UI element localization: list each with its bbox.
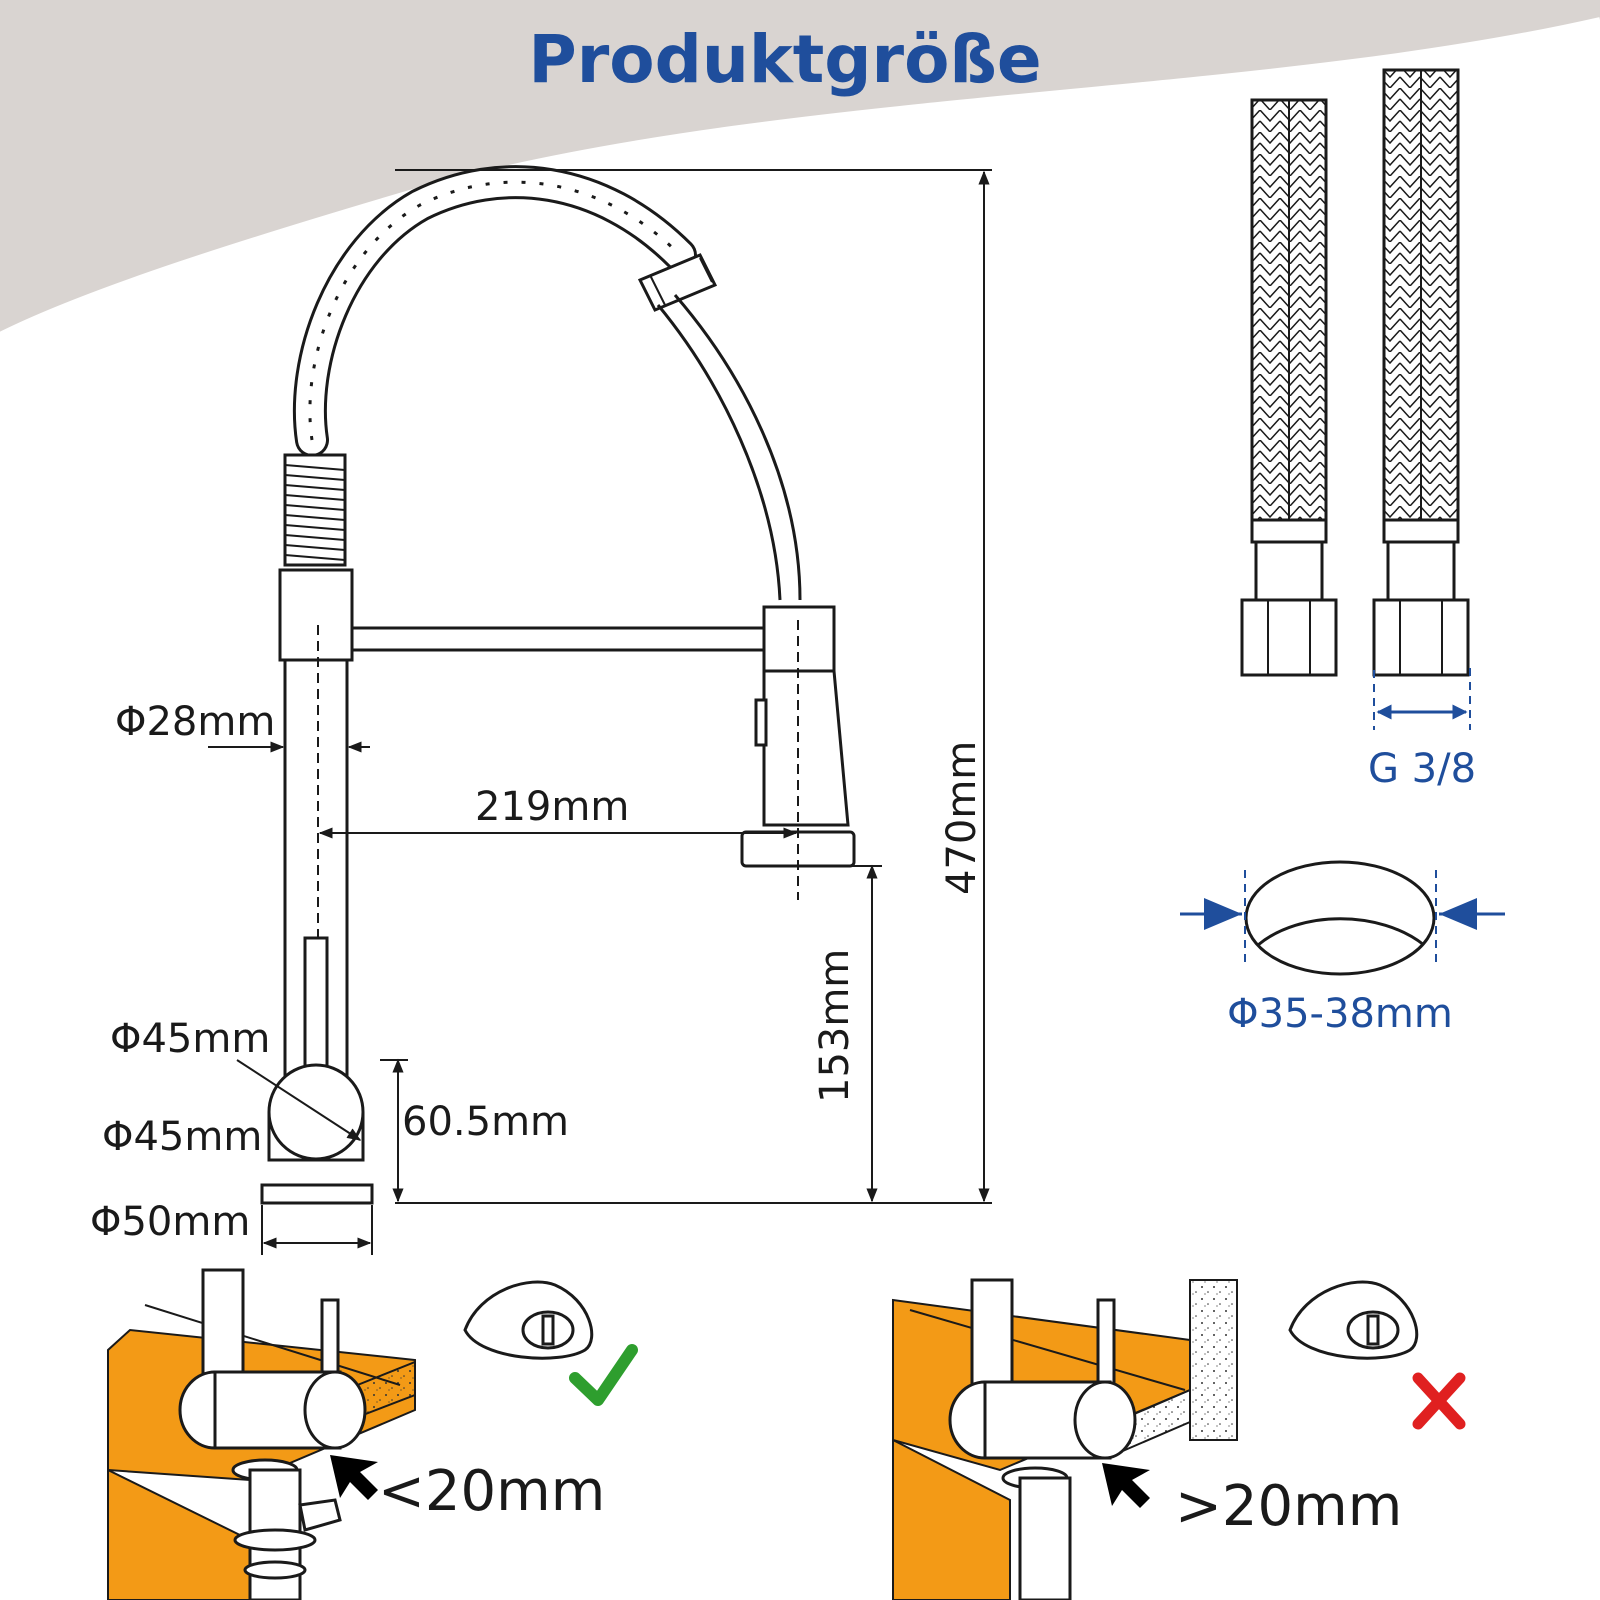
hose-left [1240,98,1338,677]
base-height-label: 60.5mm [402,1099,569,1145]
spout-clearance-label: 153mm [812,949,858,1103]
braided-hoses [1240,68,1471,730]
hose-thread-label: G 3/8 [1368,746,1476,792]
install-wrong-scene [892,1278,1238,1600]
faucet-drawing [260,165,856,1205]
spout-diameter-label: Φ28mm [115,699,275,745]
check-icon [569,1344,638,1406]
header-band [0,0,1600,338]
dimension-lines [208,169,992,1255]
cross-icon [1412,1372,1466,1430]
hole-plate-correct [463,1280,594,1360]
hose-right [1372,68,1470,677]
page-title: Produktgröße [528,21,1041,98]
base-diameter-label: Φ50mm [90,1199,250,1245]
install-correct-label: <20mm [378,1459,605,1524]
reach-label: 219mm [475,784,629,830]
mounting-hole-label: Φ35-38mm [1227,991,1453,1037]
spray-head [637,253,718,312]
install-wrong-label: >20mm [1175,1474,1402,1539]
handle-diameter-label: Φ45mm [110,1016,270,1062]
total-height-label: 470mm [939,741,985,895]
body-diameter-label: Φ45mm [102,1114,262,1160]
hole-plate-wrong [1288,1280,1419,1360]
install-correct-scene [107,1268,416,1600]
mounting-hole [1180,860,1505,976]
spring-coil [292,165,697,457]
